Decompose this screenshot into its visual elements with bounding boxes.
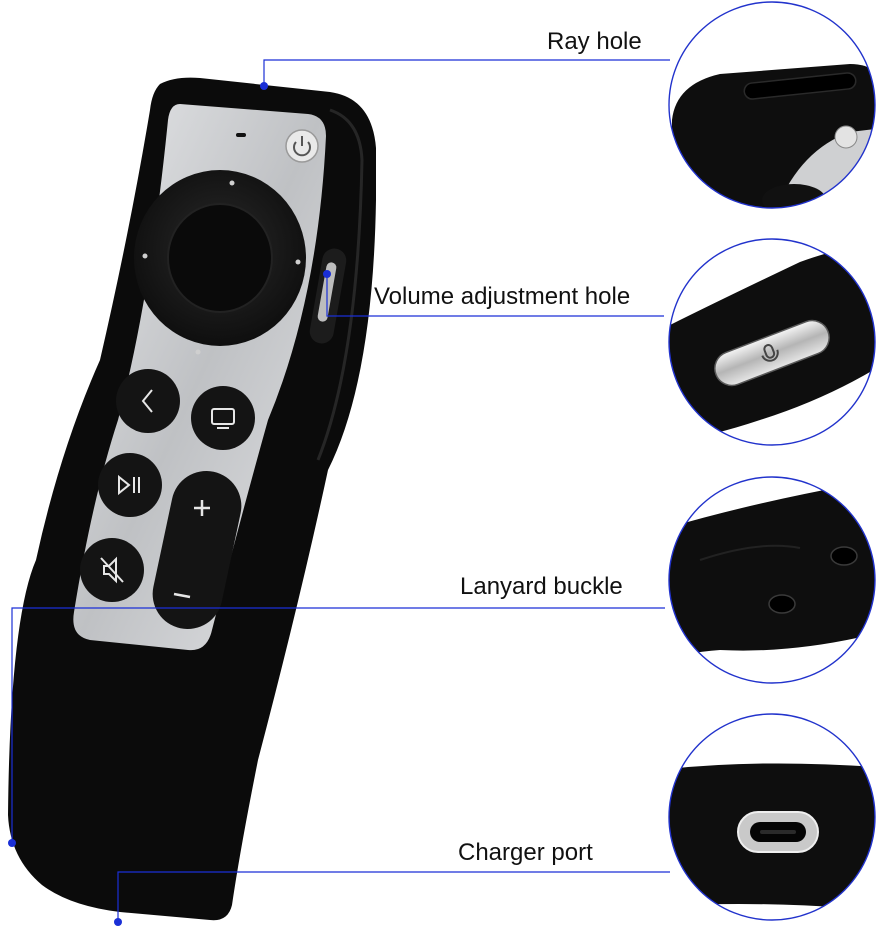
lanyard-hole-1 — [768, 594, 796, 614]
clickpad-center — [167, 203, 273, 313]
detail-volume-hole — [668, 238, 876, 446]
lanyard-hole-2 — [830, 546, 858, 566]
case-edge-highlight — [316, 108, 364, 461]
microphone-slot — [236, 133, 246, 137]
detail-circle-border — [668, 1, 876, 209]
detail-ray-hole — [668, 1, 876, 209]
detail-charger-port — [668, 713, 876, 921]
clickpad-dot-left — [142, 253, 148, 259]
detail-circle-border — [668, 238, 876, 446]
ray-hole-leader — [263, 59, 670, 86]
play-pause-icon — [118, 474, 140, 496]
ray-hole-dot — [260, 82, 268, 90]
ray-hole-slot — [743, 72, 857, 100]
detail-circle-border — [668, 713, 876, 921]
lanyard-dot — [8, 839, 16, 847]
mute-icon — [100, 556, 124, 584]
lanyard-buckle-label: Lanyard buckle — [460, 573, 623, 600]
charger-dot — [114, 918, 122, 926]
ray-hole-label: Ray hole — [547, 28, 642, 55]
detail-lanyard-buckle — [668, 476, 876, 684]
charger-leader — [117, 871, 670, 922]
back-button — [116, 369, 180, 433]
detail-circle-border — [668, 476, 876, 684]
charger-port-label: Charger port — [458, 839, 593, 866]
clickpad-dot-right — [295, 259, 301, 265]
lanyard-leader — [11, 607, 665, 843]
clickpad-dot-top — [229, 180, 235, 186]
plus-icon — [194, 500, 210, 516]
volume-rocker — [152, 470, 242, 630]
minus-icon — [173, 592, 191, 599]
remote-case — [8, 77, 376, 921]
microphone-icon — [761, 344, 779, 362]
side-button-detail — [714, 319, 830, 387]
back-icon — [141, 389, 153, 413]
leader-dots — [8, 82, 331, 926]
clickpad-dot-bottom — [195, 349, 201, 355]
power-icon — [293, 136, 311, 157]
volume-hole-dot — [323, 270, 331, 278]
volume-hole-leader — [326, 274, 664, 317]
tv-button — [191, 386, 255, 450]
tv-icon — [211, 408, 235, 429]
leader-lines — [11, 59, 670, 922]
volume-adjustment-hole-label: Volume adjustment hole — [374, 283, 631, 310]
